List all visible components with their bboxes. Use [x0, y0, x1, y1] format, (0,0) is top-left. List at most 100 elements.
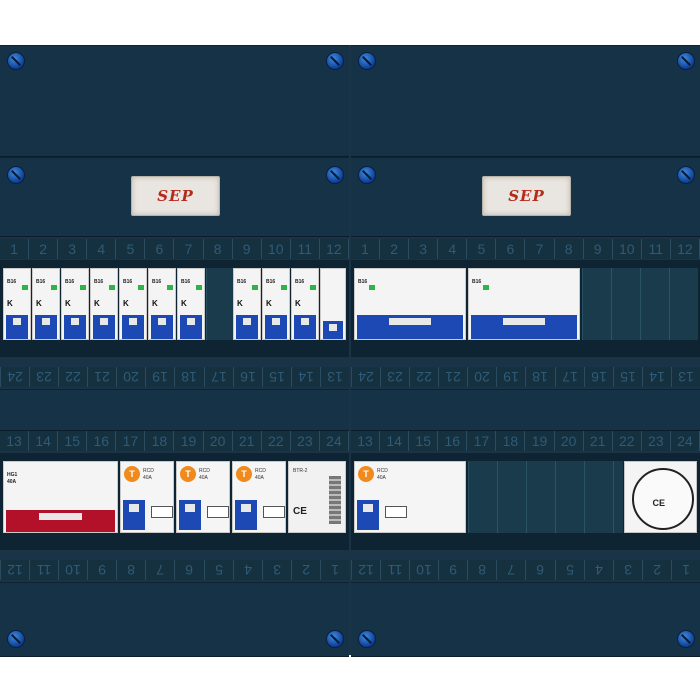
slot-number: 15 [58, 431, 88, 451]
din-socket[interactable]: CE [624, 461, 697, 533]
ce-mark-icon: CE [652, 498, 666, 509]
slot-number: 12 [351, 560, 381, 580]
slot-number: 2 [380, 239, 410, 259]
slot-number: 20 [204, 431, 233, 451]
slot-number: 4 [583, 560, 613, 580]
breaker-handle[interactable] [93, 315, 115, 339]
slot-number: 21 [438, 367, 468, 387]
slot-number: 9 [584, 239, 613, 259]
screw-icon [358, 166, 376, 184]
four-pole-breaker[interactable]: B16 [354, 268, 466, 340]
main-switch[interactable]: HG1 40A [3, 461, 118, 533]
slot-number: 12 [320, 239, 349, 259]
brand-logo: SEP [482, 176, 571, 216]
test-button[interactable] [263, 506, 285, 518]
slot-number: 10 [262, 239, 291, 259]
breaker-mark: K [36, 299, 42, 308]
slot-number: 22 [58, 367, 88, 387]
rcd-handle[interactable] [179, 500, 201, 530]
slot-number: 18 [496, 431, 526, 451]
number-strip-row-2: 13 14 15 16 17 18 19 20 21 22 23 24 [351, 431, 700, 451]
slot-number: 14 [380, 431, 410, 451]
breaker-mark: K [7, 299, 13, 308]
blank-cover [582, 268, 698, 340]
slot-number: 7 [145, 560, 175, 580]
bottom-cover-panel [351, 582, 700, 657]
screw-icon [677, 166, 695, 184]
slot-number: 11 [29, 560, 59, 580]
slot-number: 15 [261, 367, 291, 387]
slot-number: 12 [0, 560, 30, 580]
slot-number: 1 [319, 560, 349, 580]
breaker-handle[interactable] [236, 315, 258, 339]
bottom-cover-panel [0, 582, 349, 657]
breaker-rating: B16 [472, 279, 482, 285]
breaker-rating: B16 [7, 279, 17, 285]
breaker-handle[interactable] [122, 315, 144, 339]
breaker-handle[interactable] [64, 315, 86, 339]
breaker-handle[interactable] [294, 315, 316, 339]
breaker-rating: B16 [181, 279, 191, 285]
test-button[interactable] [207, 506, 229, 518]
led-icon [51, 285, 57, 290]
slot-number: 17 [203, 367, 233, 387]
slot-number: 7 [525, 239, 555, 259]
rcd-badge: T [180, 466, 196, 482]
rcd-handle[interactable] [123, 500, 145, 530]
screw-icon [677, 630, 695, 648]
slot-number: 3 [612, 560, 642, 580]
din-rail-row-1: B16 B16 [351, 260, 700, 357]
breaker-mark: K [152, 299, 158, 308]
main-switch-handle[interactable] [6, 510, 115, 532]
test-button[interactable] [385, 506, 407, 518]
slot-number: 8 [116, 560, 146, 580]
screw-icon [326, 630, 344, 648]
breaker-handle[interactable] [35, 315, 57, 339]
breaker-handle[interactable] [471, 315, 577, 339]
slot-number: 24 [320, 431, 349, 451]
slot-number: 18 [525, 367, 555, 387]
breaker-rating: B16 [94, 279, 104, 285]
breaker-handle[interactable] [265, 315, 287, 339]
slot-number: 1 [351, 239, 381, 259]
main-switch-label: HG1 [7, 472, 18, 478]
slot-number: 11 [642, 239, 671, 259]
slot-number: 18 [174, 367, 204, 387]
breaker-handle[interactable] [357, 315, 463, 339]
slot-number: 14 [290, 367, 320, 387]
slot-number: 9 [87, 560, 117, 580]
breaker-mark: K [295, 299, 301, 308]
brand-logo: SEP [131, 176, 220, 216]
breaker-handle[interactable] [6, 315, 28, 339]
slot-number: 9 [438, 560, 468, 580]
screw-icon [677, 52, 695, 70]
rcd-handle[interactable] [357, 500, 379, 530]
slot-number: 23 [642, 431, 671, 451]
breaker-handle[interactable] [180, 315, 202, 339]
slot-number: 12 [671, 239, 700, 259]
breaker-handle[interactable] [151, 315, 173, 339]
number-strip-bottom-upside-down: 12 11 10 9 8 7 6 5 4 3 2 1 [0, 560, 349, 580]
rcd-badge: T [358, 466, 374, 482]
slot-number: 10 [613, 239, 642, 259]
slot-number: 6 [496, 239, 526, 259]
four-pole-breaker[interactable]: B16 [468, 268, 580, 340]
breaker-rating: B16 [358, 279, 368, 285]
rcd-label: RCD [255, 468, 266, 474]
rcd-handle[interactable] [235, 500, 257, 530]
test-button[interactable] [151, 506, 173, 518]
